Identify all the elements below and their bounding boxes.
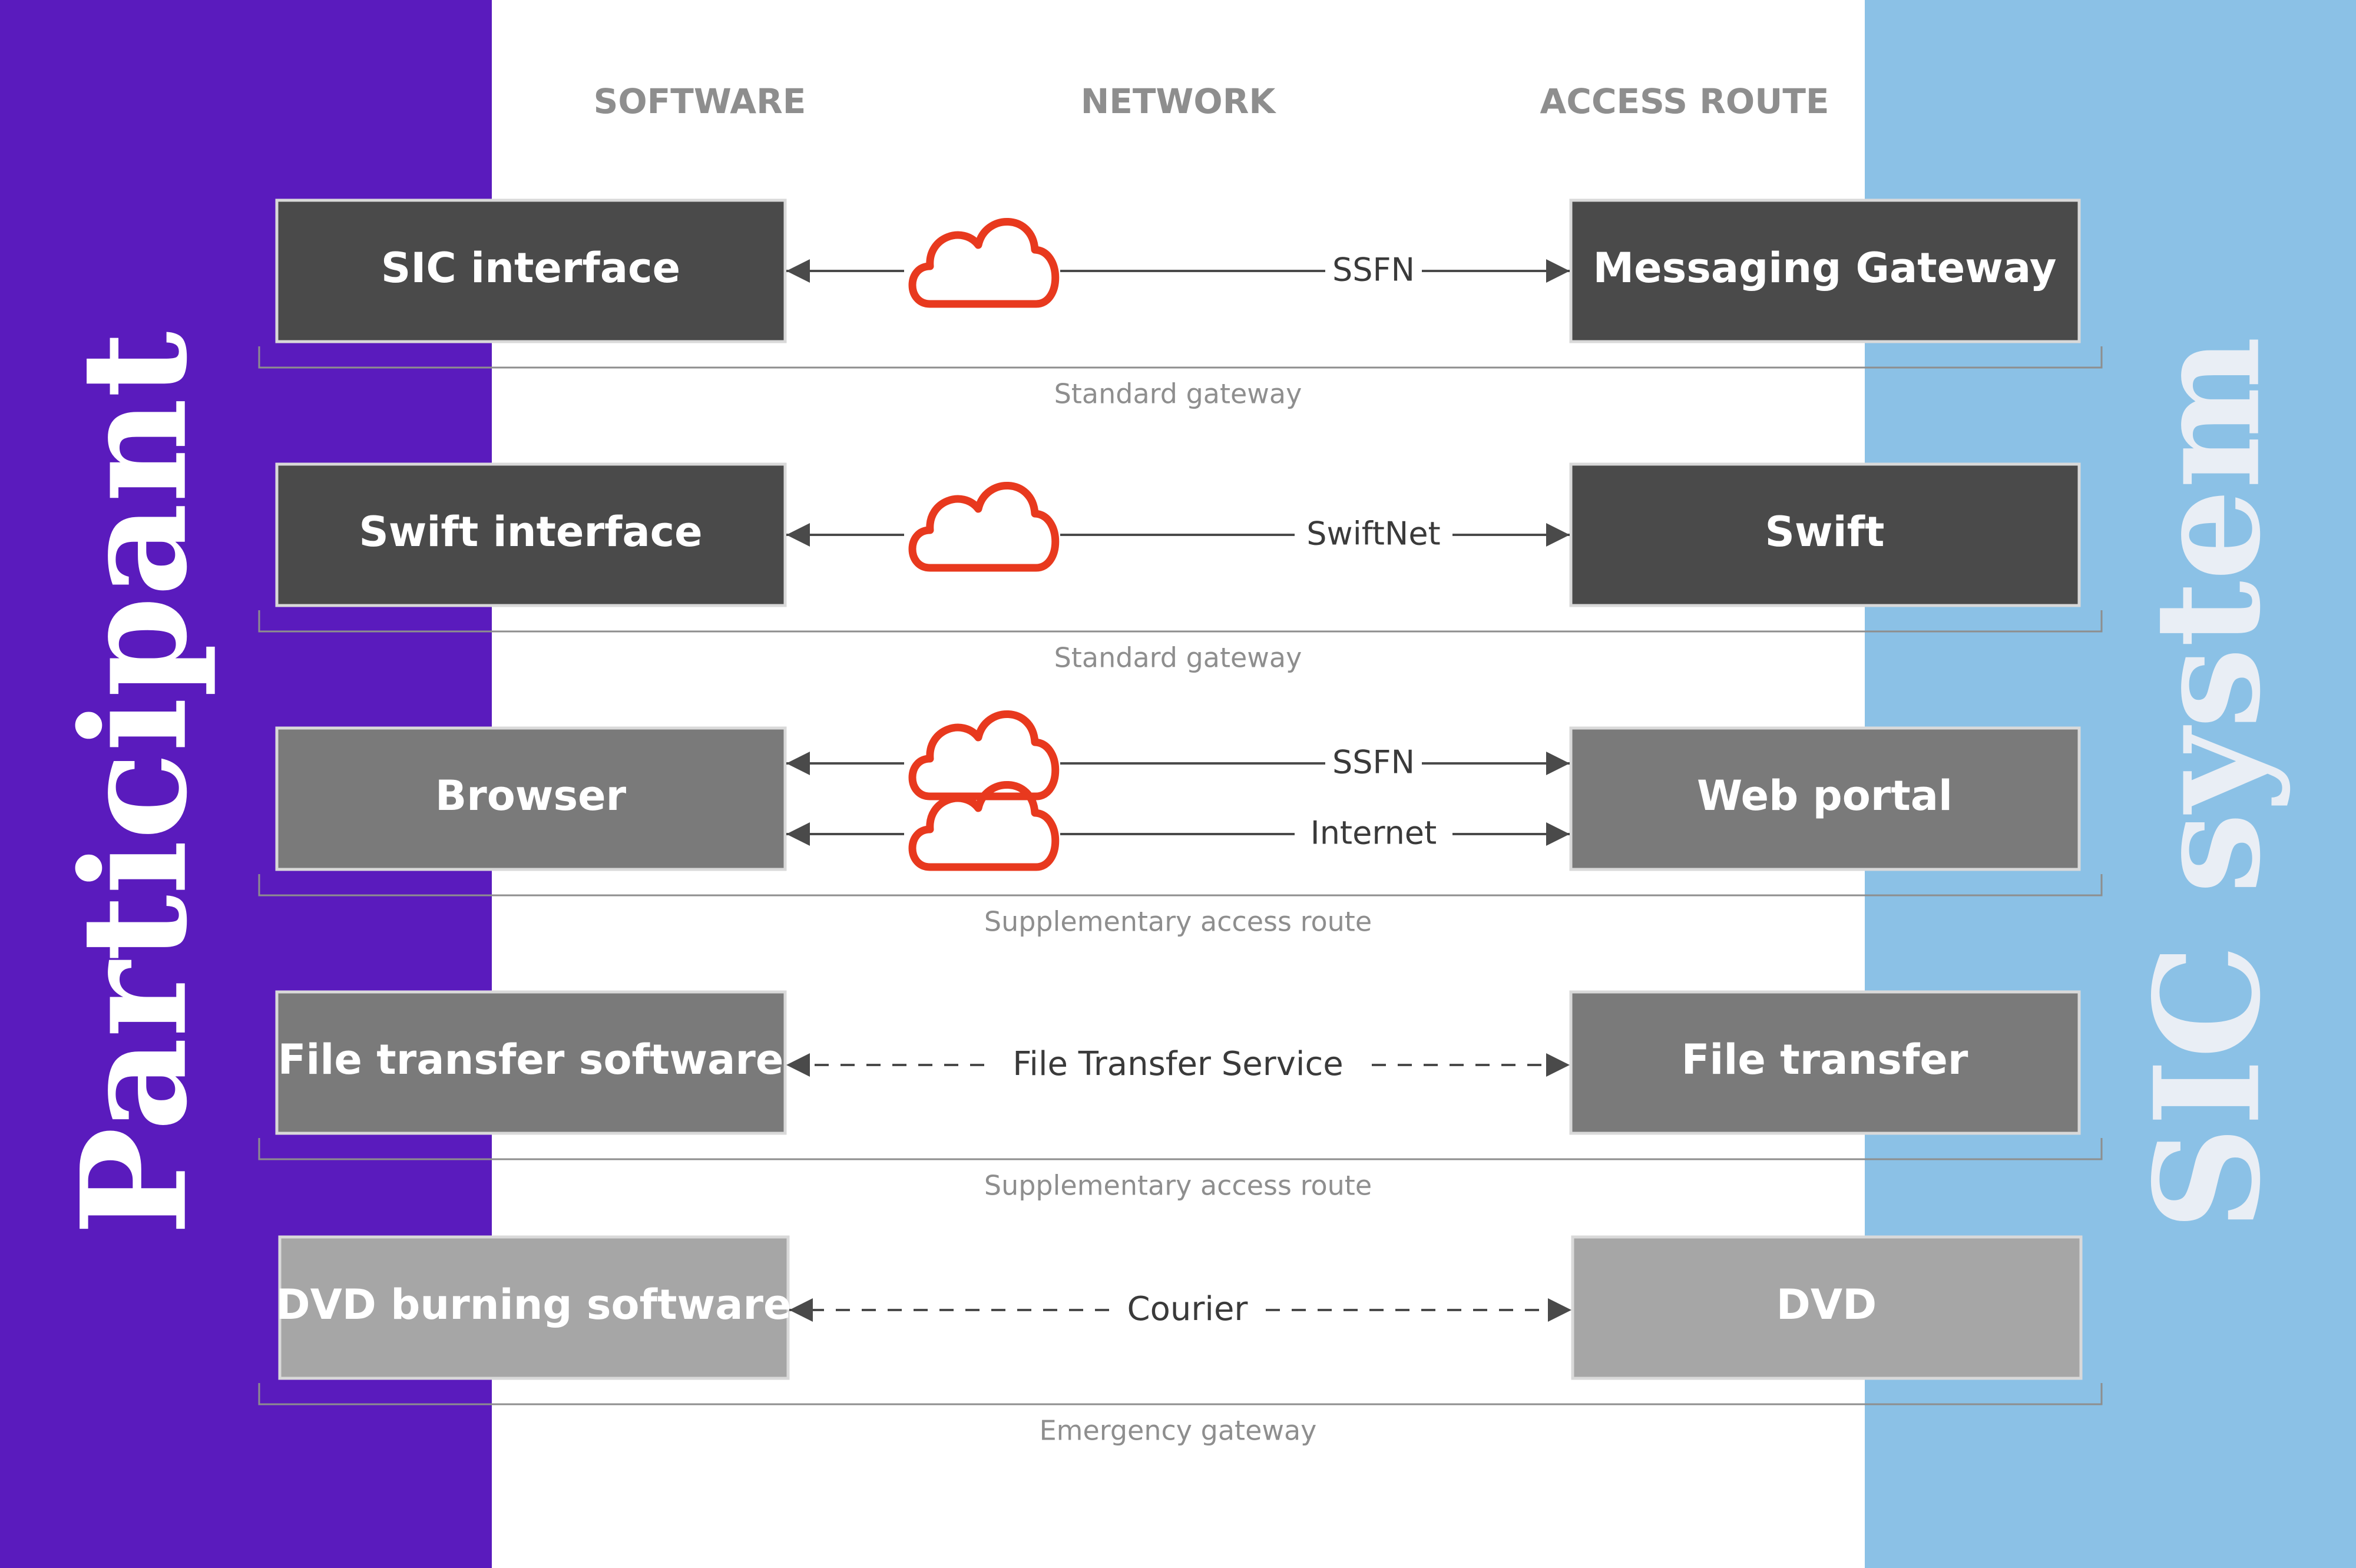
group-caption-3: Supplementary access route bbox=[984, 906, 1372, 938]
network-label-3-2: Internet bbox=[1311, 815, 1437, 852]
access-route-box-3 bbox=[1569, 726, 2081, 871]
software-box-3 bbox=[275, 726, 787, 871]
cloud-icon-1-1-outline bbox=[908, 217, 1060, 308]
network-label-4: File Transfer Service bbox=[1012, 1045, 1343, 1083]
access-route-box-1 bbox=[1569, 199, 2081, 343]
header-software: SOFTWARE bbox=[594, 81, 806, 121]
network-label-3-1: SSFN bbox=[1332, 744, 1415, 781]
header-access-route: ACCESS ROUTE bbox=[1540, 81, 1829, 121]
access-route-box-4 bbox=[1569, 990, 2081, 1135]
access-route-box-5 bbox=[1571, 1235, 2083, 1380]
software-label-3-line: Browser bbox=[435, 772, 627, 820]
group-caption-1: Standard gateway bbox=[1054, 378, 1302, 410]
cloud-icon-3-2-outline bbox=[908, 780, 1060, 871]
software-label-4: File transfer software bbox=[278, 1036, 784, 1084]
access-route-label-1-line: Messaging Gateway bbox=[1593, 244, 2056, 292]
cloud-icon-2-1-outline bbox=[908, 481, 1060, 572]
access-route-label-1: Messaging Gateway bbox=[1593, 244, 2056, 292]
software-box-4 bbox=[275, 990, 787, 1135]
access-route-label-3: Web portal bbox=[1697, 772, 1953, 820]
cloud-icon-3-2 bbox=[908, 780, 1060, 871]
network-label-1-1: SSFN bbox=[1332, 252, 1415, 289]
software-label-2-line: Swift interface bbox=[359, 508, 702, 556]
access-route-label-2-line: Swift bbox=[1765, 508, 1885, 556]
cloud-icon-3-1-outline bbox=[908, 710, 1060, 800]
network-label-2-1: SwiftNet bbox=[1306, 515, 1440, 553]
group-bracket-4 bbox=[258, 1138, 2103, 1160]
access-route-label-5-line: DVD bbox=[1776, 1281, 1877, 1329]
group-bracket-5 bbox=[258, 1383, 2103, 1405]
access-route-box-2 bbox=[1569, 462, 2081, 607]
software-label-3: Browser bbox=[435, 772, 627, 820]
software-box-1 bbox=[275, 199, 787, 343]
group-caption-4: Supplementary access route bbox=[984, 1170, 1372, 1202]
access-route-label-4-line: File transfer bbox=[1682, 1036, 1968, 1084]
software-box-5 bbox=[278, 1235, 790, 1380]
access-route-label-5: DVD bbox=[1776, 1281, 1877, 1329]
group-caption-2: Standard gateway bbox=[1054, 642, 1302, 674]
software-label-5-line: DVD burning software bbox=[276, 1281, 792, 1329]
network-label-5: Courier bbox=[1127, 1290, 1249, 1328]
group-bracket-2 bbox=[258, 610, 2103, 633]
software-label-4-line: File transfer software bbox=[278, 1036, 784, 1084]
access-route-label-3-line: Web portal bbox=[1697, 772, 1953, 820]
software-label-2: Swift interface bbox=[359, 508, 702, 556]
software-label-1-line: SIC interface bbox=[381, 244, 680, 292]
group-caption-5: Emergency gateway bbox=[1040, 1415, 1317, 1447]
header-network: NETWORK bbox=[1081, 81, 1277, 121]
cloud-icon-3-1 bbox=[908, 710, 1060, 800]
group-bracket-1 bbox=[258, 346, 2103, 369]
sic-system-label: SIC system bbox=[2123, 336, 2292, 1230]
participant-label: Participant bbox=[49, 331, 219, 1235]
software-box-2 bbox=[275, 462, 787, 607]
software-label-5: DVD burning software bbox=[276, 1281, 792, 1329]
access-route-label-2: Swift bbox=[1765, 508, 1885, 556]
cloud-icon-1-1 bbox=[908, 217, 1060, 308]
group-bracket-3 bbox=[258, 874, 2103, 897]
access-route-label-4: File transfer bbox=[1682, 1036, 1968, 1084]
cloud-icon-2-1 bbox=[908, 481, 1060, 572]
software-label-1: SIC interface bbox=[381, 244, 680, 292]
